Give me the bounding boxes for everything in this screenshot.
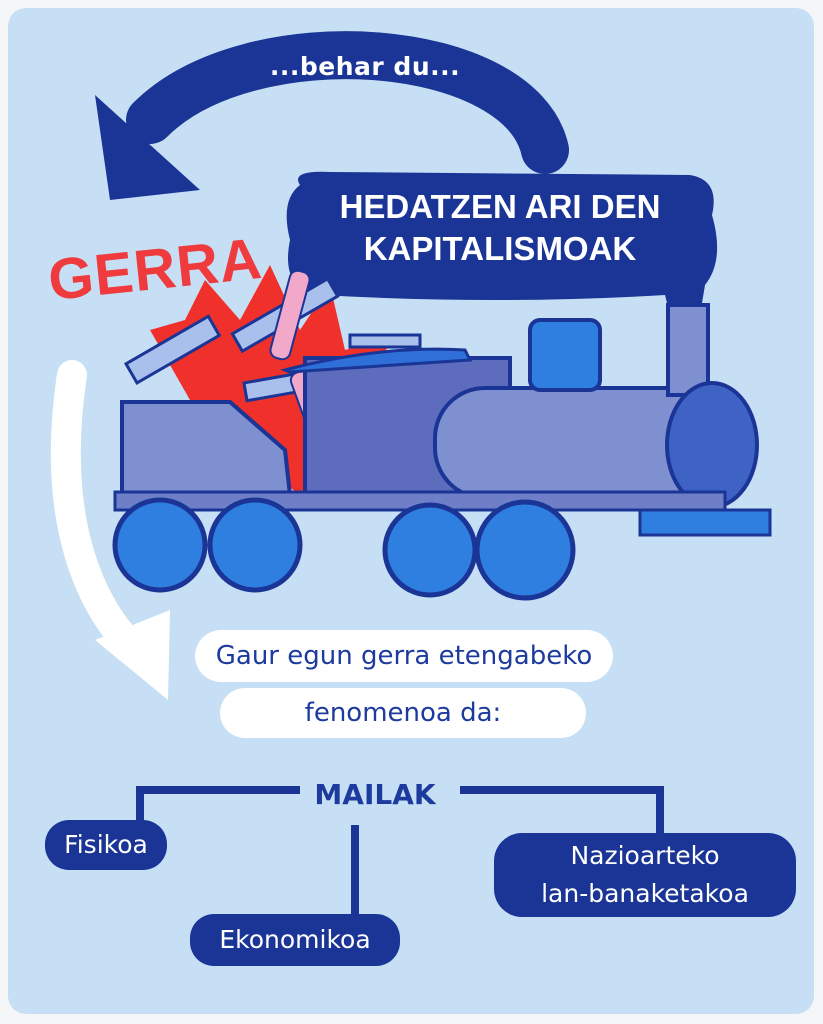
chimney [666, 303, 710, 397]
level-connectors [136, 786, 664, 915]
levels-title: MAILAK [314, 778, 436, 811]
smoke-cloud [286, 171, 718, 315]
train-tender [120, 400, 293, 497]
curved-arrow-top [126, 31, 569, 174]
level-international-line1: Nazioarteko [570, 841, 720, 870]
level-international-line2: lan-banaketakoa [541, 879, 749, 908]
cab-roof [280, 347, 473, 374]
statement-line1: Gaur egun gerra etengabeko [195, 630, 613, 682]
arrow-label: ...behar du... [269, 52, 461, 81]
arrowhead-left [95, 95, 200, 200]
statement-line2: fenomenoa da: [220, 688, 586, 738]
boiler-front [665, 381, 759, 509]
cloud-title-line1: HEDATZEN ARI DEN [339, 188, 661, 225]
level-international: Nazioarteko lan-banaketakoa [494, 833, 796, 917]
cloud-title-line2: KAPITALISMOAK [363, 230, 637, 267]
cloud-title: HEDATZEN ARI DEN KAPITALISMOAK [290, 186, 710, 270]
front-buffer [638, 508, 772, 537]
level-economic: Ekonomikoa [190, 914, 400, 966]
dome [528, 318, 602, 392]
wheels [112, 497, 576, 601]
arrowhead-down [95, 610, 170, 700]
level-physical: Fisikoa [45, 820, 167, 870]
